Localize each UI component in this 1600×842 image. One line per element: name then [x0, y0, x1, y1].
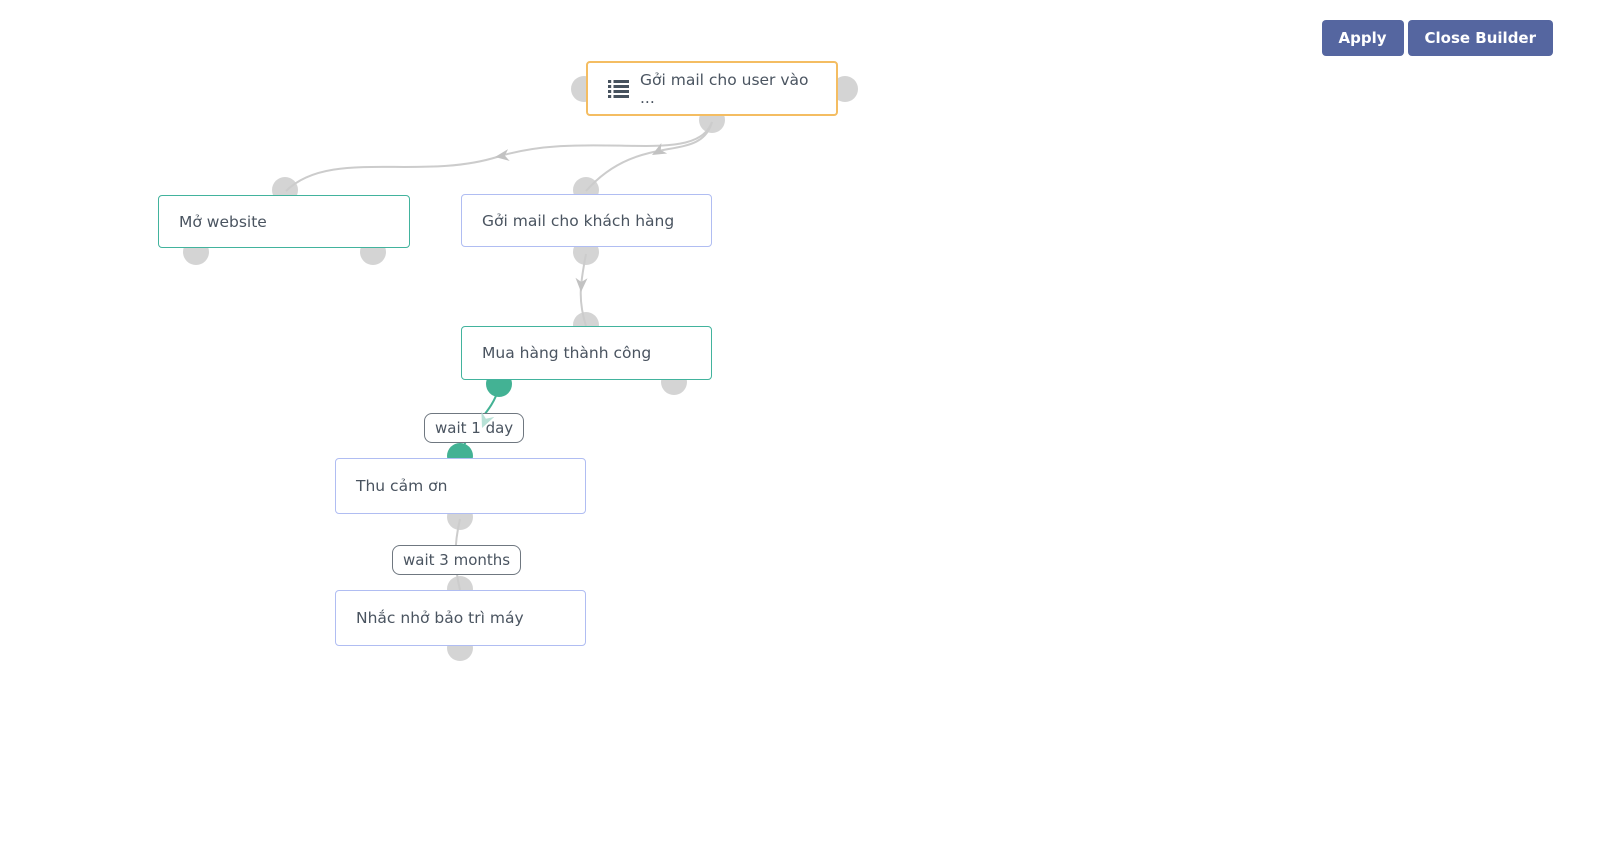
- node-mo-website[interactable]: Mở website: [158, 195, 410, 248]
- node-source-email[interactable]: Gởi mail cho user vào ...: [586, 61, 838, 116]
- wait-label-3-months[interactable]: wait 3 months: [392, 545, 522, 575]
- node-label: Gởi mail cho user vào ...: [640, 70, 809, 107]
- node-label: Gởi mail cho khách hàng: [482, 211, 675, 230]
- arrowhead-icon: [575, 277, 588, 292]
- list-icon: [608, 79, 629, 98]
- node-goi-mail-khach-hang[interactable]: Gởi mail cho khách hàng: [461, 194, 712, 247]
- node-label: Mua hàng thành công: [482, 344, 652, 362]
- node-thu-cam-on[interactable]: Thu cảm ơn: [335, 458, 586, 514]
- connector-line: [285, 121, 713, 192]
- connector-line: [585, 121, 713, 192]
- node-label: Mở website: [179, 212, 267, 231]
- arrowhead-icon: [495, 149, 510, 161]
- node-mua-hang-thanh-cong[interactable]: Mua hàng thành công: [461, 326, 712, 380]
- node-nhac-nho-bao-tri[interactable]: Nhắc nhở bảo trì máy: [335, 590, 586, 646]
- close-builder-button[interactable]: Close Builder: [1407, 20, 1553, 56]
- arrowhead-icon: [652, 142, 668, 155]
- wait-label-1-day[interactable]: wait 1 day: [424, 413, 525, 443]
- apply-button[interactable]: Apply: [1321, 20, 1404, 56]
- node-label: Nhắc nhở bảo trì máy: [356, 609, 524, 627]
- node-label: Thu cảm ơn: [356, 477, 448, 495]
- builder-toolbar: Apply Close Builder: [1321, 20, 1553, 56]
